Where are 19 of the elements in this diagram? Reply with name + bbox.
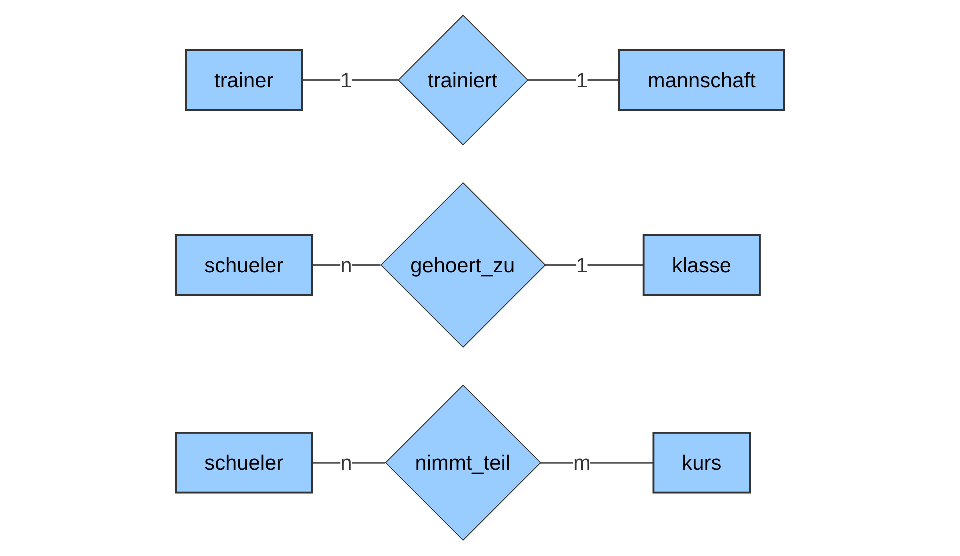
node-box: schueler: [174, 234, 313, 296]
connector: [312, 462, 386, 464]
node-box: mannschaft: [618, 49, 786, 112]
node-box: schueler: [174, 432, 313, 494]
connector: [527, 79, 620, 82]
edge-label: 1: [340, 68, 352, 92]
edge-label: 1: [576, 68, 588, 92]
node-box: trainer: [184, 49, 303, 112]
connector: [302, 79, 398, 82]
node-box: klasse: [642, 234, 761, 296]
node-diamond: nimmt_teil: [384, 384, 542, 542]
edge-label: m: [573, 451, 591, 475]
edge-label: 1: [576, 253, 588, 278]
node-diamond: trainiert: [398, 14, 528, 146]
node-box: kurs: [652, 432, 751, 494]
node-diamond: gehoert_zu: [380, 182, 546, 348]
connector: [544, 264, 644, 266]
edge-label: n: [340, 253, 352, 278]
edge-label: n: [340, 451, 352, 475]
